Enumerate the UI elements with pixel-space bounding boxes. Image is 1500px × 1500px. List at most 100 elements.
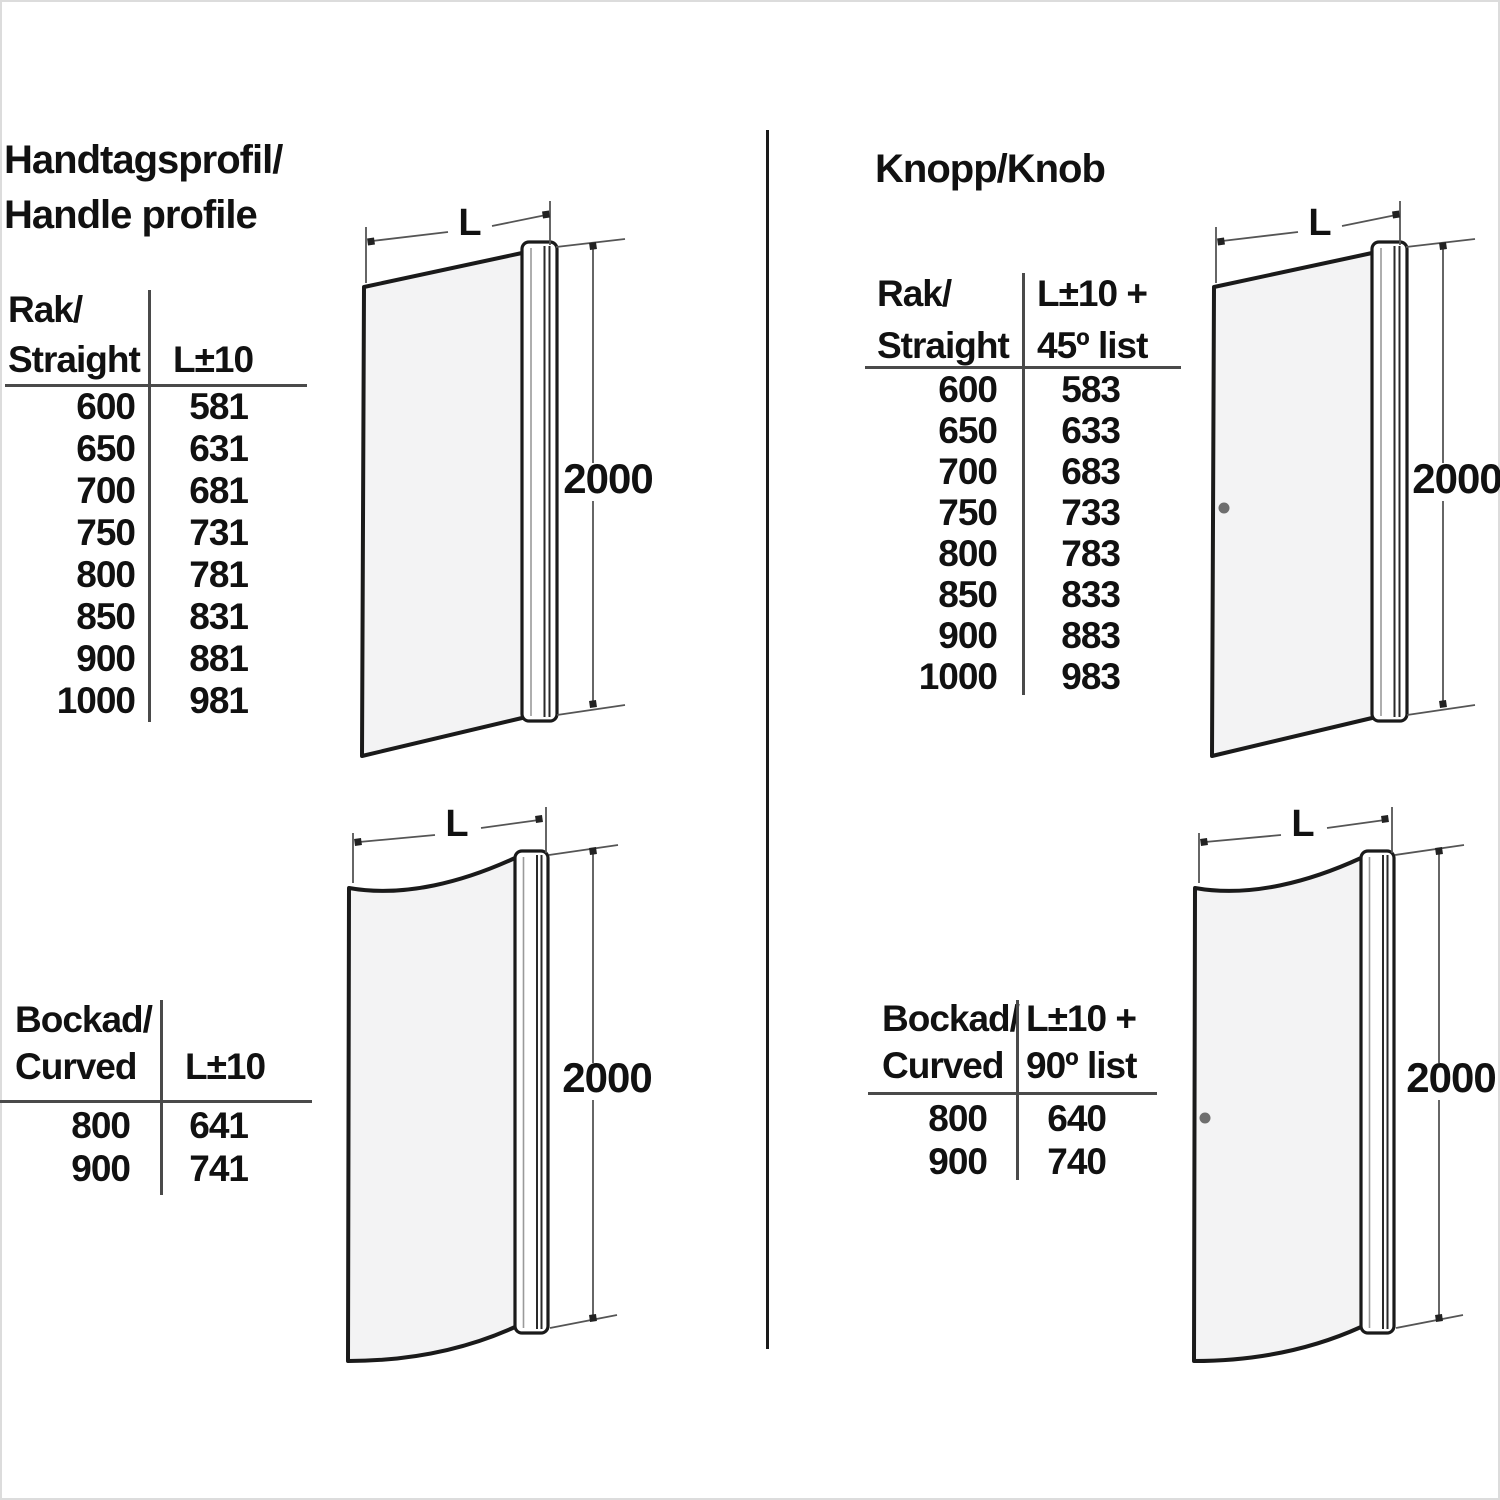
size-cell: 900 xyxy=(76,638,136,679)
size-cell: 700 xyxy=(938,450,998,492)
table-row: 900 883 xyxy=(865,615,1185,656)
wall-profile-bar xyxy=(1359,849,1396,1335)
wall-profile-bar xyxy=(1370,240,1409,723)
table-row: 800 781 xyxy=(5,554,305,596)
value-cell: 981 xyxy=(189,680,249,721)
col2-header-line1: L±10 + xyxy=(1037,273,1148,314)
knob-icon xyxy=(1218,502,1230,514)
size-cell: 900 xyxy=(938,614,998,656)
height-dimension-label: 2000 xyxy=(563,455,652,502)
column-divider-line xyxy=(766,130,769,1349)
width-dimension xyxy=(352,807,547,883)
left-title-line1: Handtagsprofil/ xyxy=(4,138,283,182)
table-row: 600 583 xyxy=(865,369,1185,410)
glass-panel-edge xyxy=(1210,251,1374,758)
size-cell: 650 xyxy=(938,409,998,451)
table-row: 800 783 xyxy=(865,533,1185,574)
col1-header-line1: Rak/ xyxy=(8,289,83,330)
col2-header: L±10 xyxy=(173,339,254,380)
col1-header-line2: Straight xyxy=(8,339,141,380)
value-cell: 881 xyxy=(189,638,249,679)
width-dimension xyxy=(365,201,551,283)
table-header-rule xyxy=(868,1092,1157,1095)
handle-profile-bar xyxy=(520,240,559,723)
size-cell: 800 xyxy=(928,1097,988,1139)
value-cell: 633 xyxy=(1061,409,1121,451)
value-cell: 683 xyxy=(1061,450,1121,492)
value-cell: 641 xyxy=(189,1104,249,1146)
value-cell: 740 xyxy=(1047,1140,1107,1182)
table-column-divider xyxy=(1016,1000,1019,1180)
size-cell: 800 xyxy=(71,1104,131,1146)
table-column-divider xyxy=(160,1000,163,1195)
value-cell: 781 xyxy=(189,554,249,595)
size-cell: 900 xyxy=(928,1140,988,1182)
width-dimension-label: L xyxy=(1291,803,1314,845)
curved-panel-handle-drawing: L 2000 xyxy=(346,803,653,1363)
table-row: 800 641 xyxy=(0,1104,310,1147)
col1-header-line1: Rak/ xyxy=(877,273,952,314)
col2-header: L±10 xyxy=(185,1046,266,1087)
value-cell: 681 xyxy=(189,470,249,511)
table-rows: 800 641 900 741 xyxy=(0,1104,310,1190)
value-cell: 833 xyxy=(1061,573,1121,615)
col2-header-line2: 45º list xyxy=(1037,325,1148,366)
height-dimension xyxy=(555,238,626,716)
width-dimension-label: L xyxy=(1308,202,1331,244)
size-cell: 1000 xyxy=(56,680,136,721)
value-cell: 883 xyxy=(1061,614,1121,656)
size-cell: 750 xyxy=(938,491,998,533)
right-title: Knopp/Knob xyxy=(875,147,1106,191)
value-cell: 583 xyxy=(1061,368,1121,410)
col2-header-line2: 90º list xyxy=(1026,1045,1137,1086)
table-row: 650 631 xyxy=(5,428,305,470)
table-row: 900 741 xyxy=(0,1147,310,1190)
height-dimension xyxy=(1394,844,1465,1329)
table-row: 700 683 xyxy=(865,451,1185,492)
size-cell: 800 xyxy=(938,532,998,574)
table-row: 700 681 xyxy=(5,470,305,512)
straight-panel-handle-drawing: L 2000 xyxy=(360,201,654,758)
value-cell: 983 xyxy=(1061,655,1121,697)
value-cell: 733 xyxy=(1061,491,1121,533)
value-cell: 783 xyxy=(1061,532,1121,574)
col1-header-line1: Bockad/ xyxy=(15,999,153,1040)
glass-panel-edge xyxy=(360,251,524,758)
size-cell: 600 xyxy=(76,386,136,427)
knob-icon xyxy=(1199,1112,1211,1124)
table-row: 900 881 xyxy=(5,638,305,680)
left-title-line2: Handle profile xyxy=(4,193,258,237)
value-cell: 631 xyxy=(189,428,249,469)
size-cell: 800 xyxy=(76,554,136,595)
glass-panel xyxy=(348,858,515,1361)
width-dimension-label: L xyxy=(458,202,481,244)
table-column-divider xyxy=(1022,273,1025,695)
table-row: 650 633 xyxy=(865,410,1185,451)
height-dimension xyxy=(548,844,619,1329)
size-cell: 650 xyxy=(76,428,136,469)
width-dimension-label: L xyxy=(445,803,468,845)
glass-panel-edge xyxy=(1192,856,1363,1363)
value-cell: 731 xyxy=(189,512,249,553)
table-row: 900 740 xyxy=(868,1140,1168,1183)
height-dimension-label: 2000 xyxy=(1406,1054,1495,1101)
size-cell: 700 xyxy=(76,470,136,511)
value-cell: 741 xyxy=(189,1147,249,1189)
col1-header-line2: Curved xyxy=(882,1045,1004,1086)
size-cell: 900 xyxy=(71,1147,131,1189)
height-dimension xyxy=(1405,238,1476,716)
col2-header-line1: L±10 + xyxy=(1026,998,1137,1039)
table-column-divider xyxy=(148,290,151,722)
width-dimension xyxy=(1198,807,1393,883)
size-cell: 600 xyxy=(938,368,998,410)
